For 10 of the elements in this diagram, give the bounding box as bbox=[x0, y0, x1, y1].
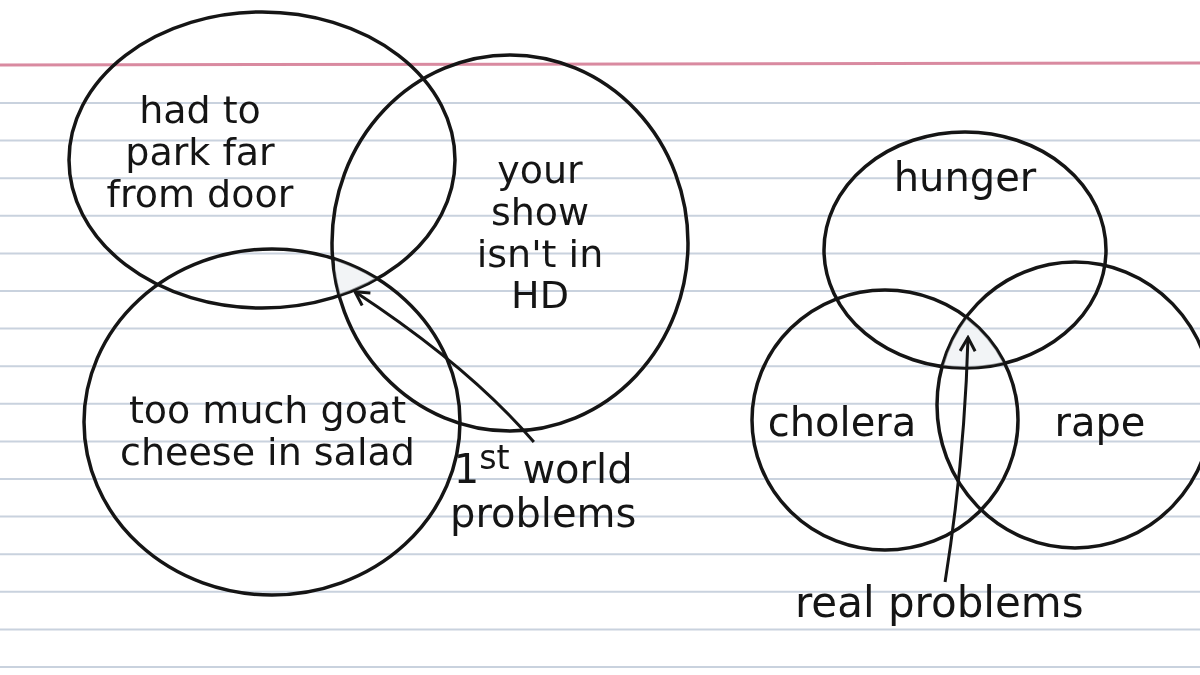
circle-label: too much goat cheese in salad bbox=[119, 390, 416, 474]
circle-label: cholera bbox=[766, 400, 918, 444]
circle-label: rape bbox=[1053, 400, 1147, 444]
leader-arrow bbox=[943, 336, 977, 583]
leader-arrow bbox=[353, 290, 535, 443]
circle-label: had to park far from door bbox=[105, 90, 295, 216]
circle-label: hunger bbox=[892, 155, 1038, 199]
circle-label: your show isn't in HD bbox=[475, 150, 605, 318]
annotation-text: real problems bbox=[795, 580, 1084, 627]
annotation-text: 1$^{st}$ world problems bbox=[450, 440, 637, 536]
